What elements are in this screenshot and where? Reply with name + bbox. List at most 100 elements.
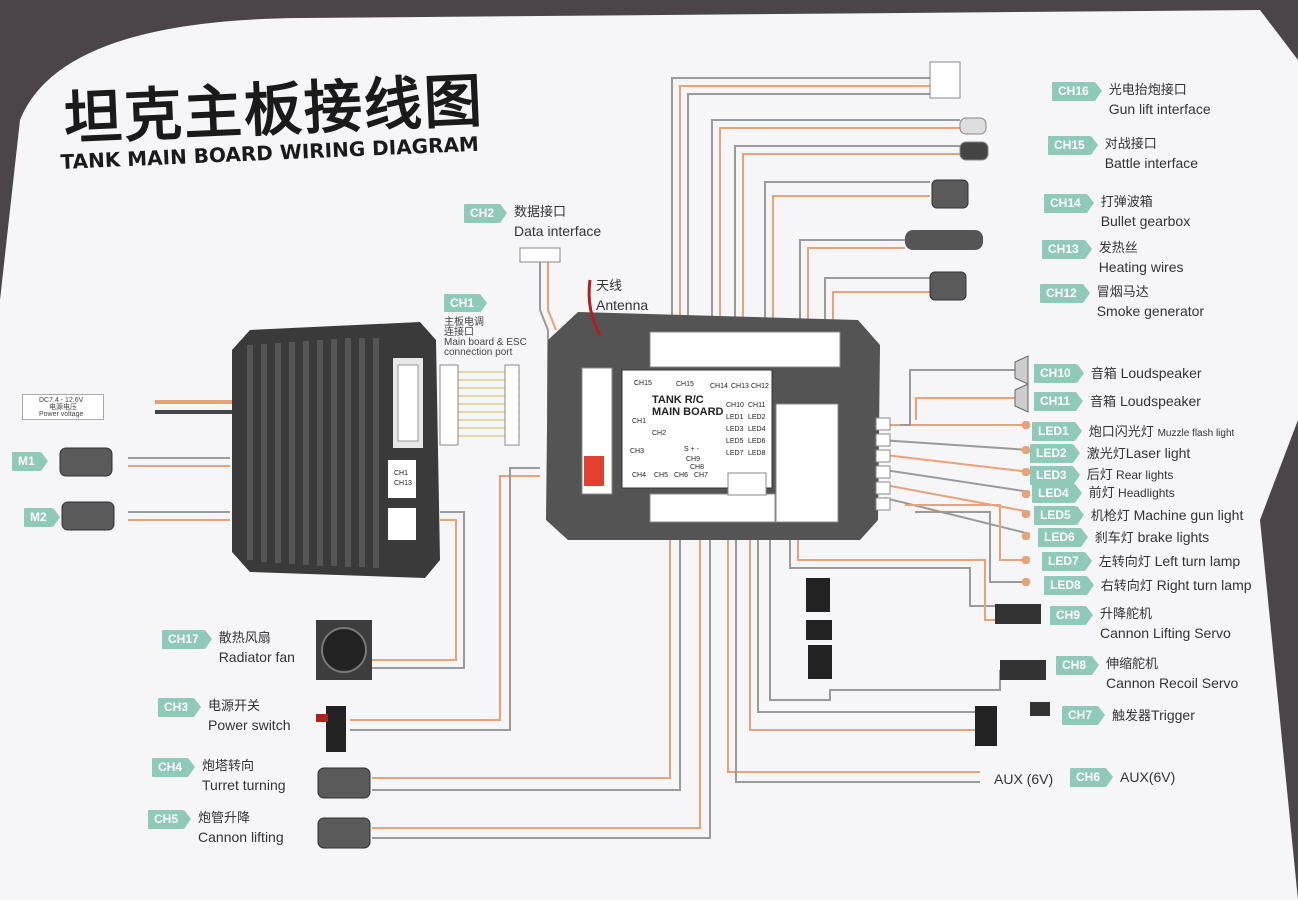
data-interface-zh: 数据接口: [514, 205, 567, 220]
tag-led6: LED6: [1038, 528, 1088, 547]
board-label-2: MAIN BOARD: [652, 406, 724, 418]
tag-ch12: CH12: [1040, 284, 1090, 303]
esc-label-zh: 主板电调: [444, 317, 484, 328]
pin-led4: LED4: [748, 426, 766, 433]
ch17-en: Radiator fan: [218, 649, 295, 665]
heating-coil-icon: [905, 230, 983, 250]
ch10-en: Loudspeaker: [1120, 365, 1202, 381]
tag-ch3: CH3: [158, 698, 202, 717]
pin-led2: LED2: [748, 414, 766, 421]
main-board: [546, 279, 880, 540]
led1-muzzle-flash: LED1 炮口闪光灯 Muzzle flash light: [1032, 422, 1234, 443]
tag-ch9: CH9: [1050, 606, 1094, 625]
esc-label-en1: Main board & ESC: [444, 337, 527, 348]
ch6-en: AUX(6V): [1120, 769, 1176, 785]
ch12-en: Smoke generator: [1096, 303, 1205, 319]
led1-en: Muzzle flash light: [1157, 428, 1235, 439]
led2-laser: LED2 激光灯Laser light: [1030, 444, 1190, 464]
led6-zh: 刹车灯: [1094, 531, 1134, 546]
led1-zh: 炮口闪光灯: [1088, 425, 1154, 440]
pin-ch6: CH6: [674, 472, 689, 479]
servo-icon: [995, 604, 1041, 624]
led8-en: Right turn lamp: [1156, 577, 1252, 593]
led2-zh: 激光灯: [1086, 447, 1126, 462]
led4-zh: 前灯: [1088, 486, 1115, 501]
power-input-voltage: DC7.4 - 12.6V: [39, 397, 84, 404]
tag-ch14: CH14: [1044, 194, 1094, 213]
ch14-bullet-gearbox: CH14 打弹波箱 Bullet gearbox: [1044, 194, 1190, 230]
esc-port-label: CH1 主板电调 连接口 Main board & ESC connection…: [444, 294, 527, 358]
pin-led1: LED1: [726, 414, 744, 421]
tag-ch17: CH17: [162, 630, 212, 649]
ch5-zh: 炮管升降: [198, 811, 251, 826]
ch9-lifting-servo: CH9 升降舵机 Cannon Lifting Servo: [1050, 606, 1231, 642]
ch10-loudspeaker: CH10 音箱 Loudspeaker: [1034, 364, 1202, 384]
pin-led3: LED3: [726, 426, 744, 433]
tag-m2: M2: [24, 508, 60, 527]
motor-m1: M1: [12, 452, 48, 471]
pin-ch7: CH7: [694, 472, 709, 479]
ch4-zh: 炮塔转向: [202, 759, 255, 774]
pin-ch9: CH9: [686, 456, 701, 463]
ch8-en: Cannon Recoil Servo: [1106, 675, 1239, 691]
antenna-en: Antenna: [596, 297, 649, 313]
esc-chip-ch13: CH13: [394, 480, 412, 487]
led6-brake: LED6 刹车灯 brake lights: [1038, 528, 1209, 548]
led2-en: Laser light: [1125, 445, 1191, 461]
ch4-turret-turning: CH4 炮塔转向 Turret turning: [152, 758, 286, 794]
aux-label: AUX (6V): [994, 771, 1054, 787]
power-input-zh: 电源电压: [49, 404, 77, 411]
power-input-box: DC7.4 - 12.6V 电源电压 Power voltage: [22, 394, 104, 420]
servo-icon: [1000, 660, 1046, 680]
pin-ch12: CH12: [751, 383, 769, 390]
ch7-en: Trigger: [1151, 707, 1195, 723]
data-interface-en: Data interface: [514, 223, 602, 239]
ch14-zh: 打弹波箱: [1100, 195, 1153, 210]
tag-led8: LED8: [1044, 576, 1094, 595]
tag-ch7: CH7: [1062, 706, 1106, 725]
tag-led2: LED2: [1030, 444, 1080, 463]
tag-led5: LED5: [1034, 506, 1084, 525]
tag-ch10: CH10: [1034, 364, 1084, 383]
antenna-zh: 天线: [596, 279, 623, 294]
led6-en: brake lights: [1137, 529, 1210, 545]
ch9-en: Cannon Lifting Servo: [1100, 625, 1231, 641]
led-small-icons: [1022, 421, 1030, 586]
led8-zh: 右转向灯: [1100, 579, 1153, 594]
board-label-1: TANK R/C: [652, 394, 704, 406]
ch16-gun-lift: CH16 光电抬炮接口 Gun lift interface: [1052, 82, 1211, 118]
ch16-en: Gun lift interface: [1108, 101, 1211, 117]
tag-ch13: CH13: [1042, 240, 1092, 259]
pin-led5: LED5: [726, 438, 744, 445]
tag-led4: LED4: [1032, 484, 1082, 503]
trigger-icon: [975, 706, 997, 746]
ch5-en: Cannon lifting: [198, 829, 284, 845]
ch15-battle: CH15 对战接口 Battle interface: [1048, 136, 1198, 172]
ch11-zh: 音箱: [1090, 395, 1117, 410]
speaker-icons: [1014, 355, 1029, 413]
pin-ch14: CH14: [710, 383, 728, 390]
pin-led7: LED7: [726, 450, 744, 457]
ch17-radiator-fan: CH17 散热风扇 Radiator fan: [162, 630, 295, 666]
ch17-zh: 散热风扇: [218, 631, 271, 646]
antenna-label: 天线 Antenna: [596, 278, 648, 314]
led7-en: Left turn lamp: [1154, 553, 1241, 569]
ch10-zh: 音箱: [1090, 367, 1117, 382]
pin-ch5: CH5: [654, 472, 669, 479]
tag-led3: LED3: [1030, 466, 1080, 485]
ch3-zh: 电源开关: [208, 699, 261, 714]
tag-m1: M1: [12, 452, 48, 471]
tag-ch4: CH4: [152, 758, 196, 777]
ch12-zh: 冒烟马达: [1096, 285, 1149, 300]
tag-ch1: CH1: [444, 294, 481, 312]
pin-ch2: CH2: [652, 430, 667, 437]
led-bulbs: [959, 117, 989, 161]
power-switch-icon: [326, 706, 346, 752]
pin-ch11: CH11: [748, 402, 766, 409]
ch3-en: Power switch: [208, 717, 291, 733]
led4-head: LED4 前灯 Headlights: [1032, 484, 1175, 503]
esc-label-zh2: 连接口: [444, 327, 474, 338]
pin-ch8: CH8: [690, 464, 705, 471]
led8-right-turn: LED8 右转向灯 Right turn lamp: [1044, 576, 1252, 596]
esc-unit: [232, 322, 440, 578]
